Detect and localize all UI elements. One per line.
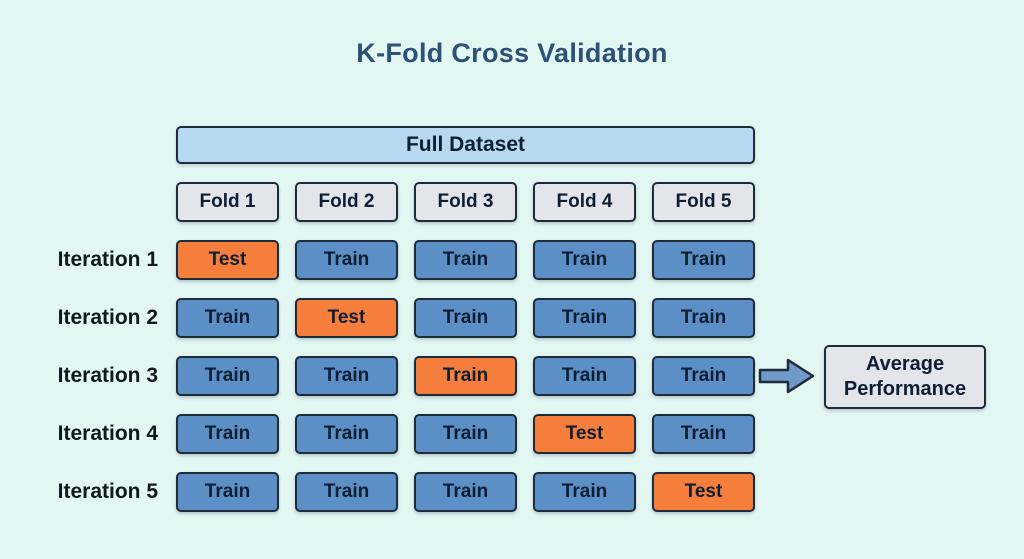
iteration-1-fold-3-cell: Train — [414, 240, 517, 280]
iteration-1-fold-5-cell: Train — [652, 240, 755, 280]
iteration-4-fold-3-cell: Train — [414, 414, 517, 454]
iteration-5-label: Iteration 5 — [57, 480, 158, 503]
iteration-3-fold-5-cell: Train — [652, 356, 755, 396]
average-performance-box: Average Performance — [824, 345, 986, 409]
iteration-1-fold-1-cell: Test — [176, 240, 279, 280]
fold-header-4: Fold 4 — [533, 182, 636, 222]
iteration-4-fold-1-cell: Train — [176, 414, 279, 454]
iteration-3-fold-3-cell: Train — [414, 356, 517, 396]
iteration-4-fold-2-cell: Train — [295, 414, 398, 454]
iteration-5-fold-4-cell: Train — [533, 472, 636, 512]
right-arrow-icon — [757, 356, 817, 396]
iteration-5-fold-2-cell: Train — [295, 472, 398, 512]
page-title: K-Fold Cross Validation — [356, 38, 668, 68]
iteration-2-label: Iteration 2 — [57, 306, 158, 329]
iteration-4-label: Iteration 4 — [57, 422, 158, 445]
iteration-3-fold-2-cell: Train — [295, 356, 398, 396]
iteration-2-fold-4-cell: Train — [533, 298, 636, 338]
iteration-4-fold-4-cell: Test — [533, 414, 636, 454]
iteration-2-fold-1-cell: Train — [176, 298, 279, 338]
fold-header-1: Fold 1 — [176, 182, 279, 222]
iteration-2-fold-2-cell: Test — [295, 298, 398, 338]
iteration-1-fold-2-cell: Train — [295, 240, 398, 280]
iteration-3-fold-4-cell: Train — [533, 356, 636, 396]
fold-header-2: Fold 2 — [295, 182, 398, 222]
full-dataset-banner: Full Dataset — [176, 126, 755, 164]
iteration-3-label: Iteration 3 — [57, 364, 158, 387]
iteration-5-fold-3-cell: Train — [414, 472, 517, 512]
iteration-2-fold-3-cell: Train — [414, 298, 517, 338]
kfold-diagram: Full Dataset Fold 1 Fold 2 Fold 3 Fold 4… — [48, 126, 755, 512]
fold-header-3: Fold 3 — [414, 182, 517, 222]
iteration-5-fold-1-cell: Train — [176, 472, 279, 512]
iteration-4-fold-5-cell: Train — [652, 414, 755, 454]
iteration-3-fold-1-cell: Train — [176, 356, 279, 396]
iteration-2-fold-5-cell: Train — [652, 298, 755, 338]
iteration-1-fold-4-cell: Train — [533, 240, 636, 280]
fold-header-5: Fold 5 — [652, 182, 755, 222]
iteration-5-fold-5-cell: Test — [652, 472, 755, 512]
iteration-1-label: Iteration 1 — [57, 248, 158, 271]
